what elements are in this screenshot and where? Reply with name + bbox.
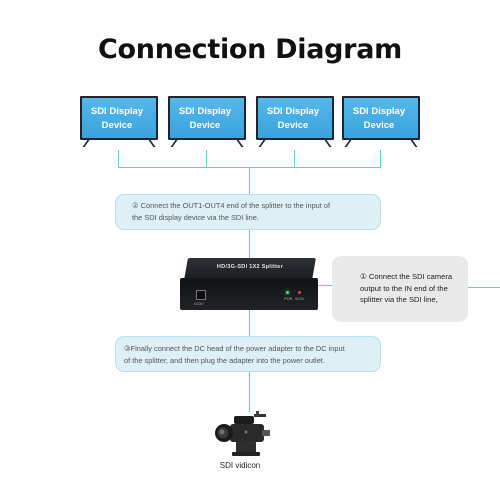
step-2-line2: the SDI display device via the SDI line.	[132, 213, 259, 222]
display-label: SDI Display Device	[80, 105, 154, 133]
display-label-line1: SDI Display	[90, 106, 144, 117]
display-label: SDI Display Device	[168, 105, 242, 133]
connector-line	[249, 167, 250, 194]
connector-line	[206, 150, 207, 168]
monitor-screen	[342, 96, 420, 140]
connector-line	[318, 285, 332, 286]
monitor-stand-right	[410, 140, 418, 147]
dc-input-port	[196, 290, 206, 300]
step-3-instruction: ③Finally connect the DC head of the powe…	[115, 336, 381, 372]
monitor-stand-left	[258, 140, 266, 147]
sdi-splitter-device: HD/3G-SDI 1X2 Splitter DC5V PWR SIGN	[180, 258, 318, 310]
display-label-line1: SDI Display	[352, 106, 406, 117]
dc-port-label: DC5V	[194, 302, 204, 306]
monitor-screen	[256, 96, 334, 140]
connector-line	[249, 310, 250, 336]
monitor-stand-left	[344, 140, 352, 147]
monitor-stand-left	[82, 140, 90, 147]
connector-line	[468, 287, 500, 288]
step-1-line1: ① Connect the SDI camera	[360, 272, 453, 281]
connector-line	[118, 150, 119, 168]
sdi-display-device-4: SDI Display Device	[342, 96, 420, 150]
connector-line	[249, 230, 250, 258]
monitor-stand-left	[170, 140, 178, 147]
step-1-line2: output to the IN end of the	[360, 283, 448, 293]
sdi-camera-icon	[215, 411, 270, 456]
display-label-line2: Device	[189, 120, 221, 131]
power-led-icon	[286, 291, 289, 294]
display-label-line2: Device	[363, 120, 395, 131]
step-2-line1: ② Connect the OUT1-OUT4 end of the split…	[132, 201, 331, 210]
power-led-label: PWR	[284, 297, 293, 301]
step-3-line2: of the splitter, and then plug the adapt…	[124, 356, 325, 365]
camera-caption: SDI vidicon	[219, 461, 261, 470]
sdi-display-device-2: SDI Display Device	[168, 96, 246, 150]
display-label-line1: SDI Display	[178, 106, 232, 117]
display-label-line2: Device	[277, 120, 309, 131]
signal-led-icon	[298, 291, 301, 294]
display-label: SDI Display Device	[256, 105, 330, 133]
step-3-line1: ③Finally connect the DC head of the powe…	[124, 344, 345, 353]
splitter-model-label: HD/3G-SDI 1X2 Splitter	[216, 264, 284, 270]
sdi-display-device-1: SDI Display Device	[80, 96, 158, 150]
connector-line	[249, 372, 250, 412]
connector-line	[380, 150, 381, 168]
step-1-line3: splitter via the SDI line,	[360, 295, 438, 304]
monitor-stand-right	[236, 140, 244, 147]
step-1-instruction: ① Connect the SDI camera output to the I…	[332, 256, 468, 322]
display-label-line2: Device	[101, 120, 133, 131]
monitor-stand-right	[324, 140, 332, 147]
display-label: SDI Display Device	[342, 105, 416, 133]
monitor-screen	[168, 96, 246, 140]
connector-line	[294, 150, 295, 168]
display-label-line1: SDI Display	[266, 106, 320, 117]
signal-led-label: SIGN	[295, 297, 304, 301]
diagram-title: Connection Diagram	[98, 34, 402, 65]
step-2-instruction: ② Connect the OUT1-OUT4 end of the split…	[115, 194, 381, 230]
monitor-stand-right	[148, 140, 156, 147]
monitor-screen	[80, 96, 158, 140]
sdi-display-device-3: SDI Display Device	[256, 96, 334, 150]
